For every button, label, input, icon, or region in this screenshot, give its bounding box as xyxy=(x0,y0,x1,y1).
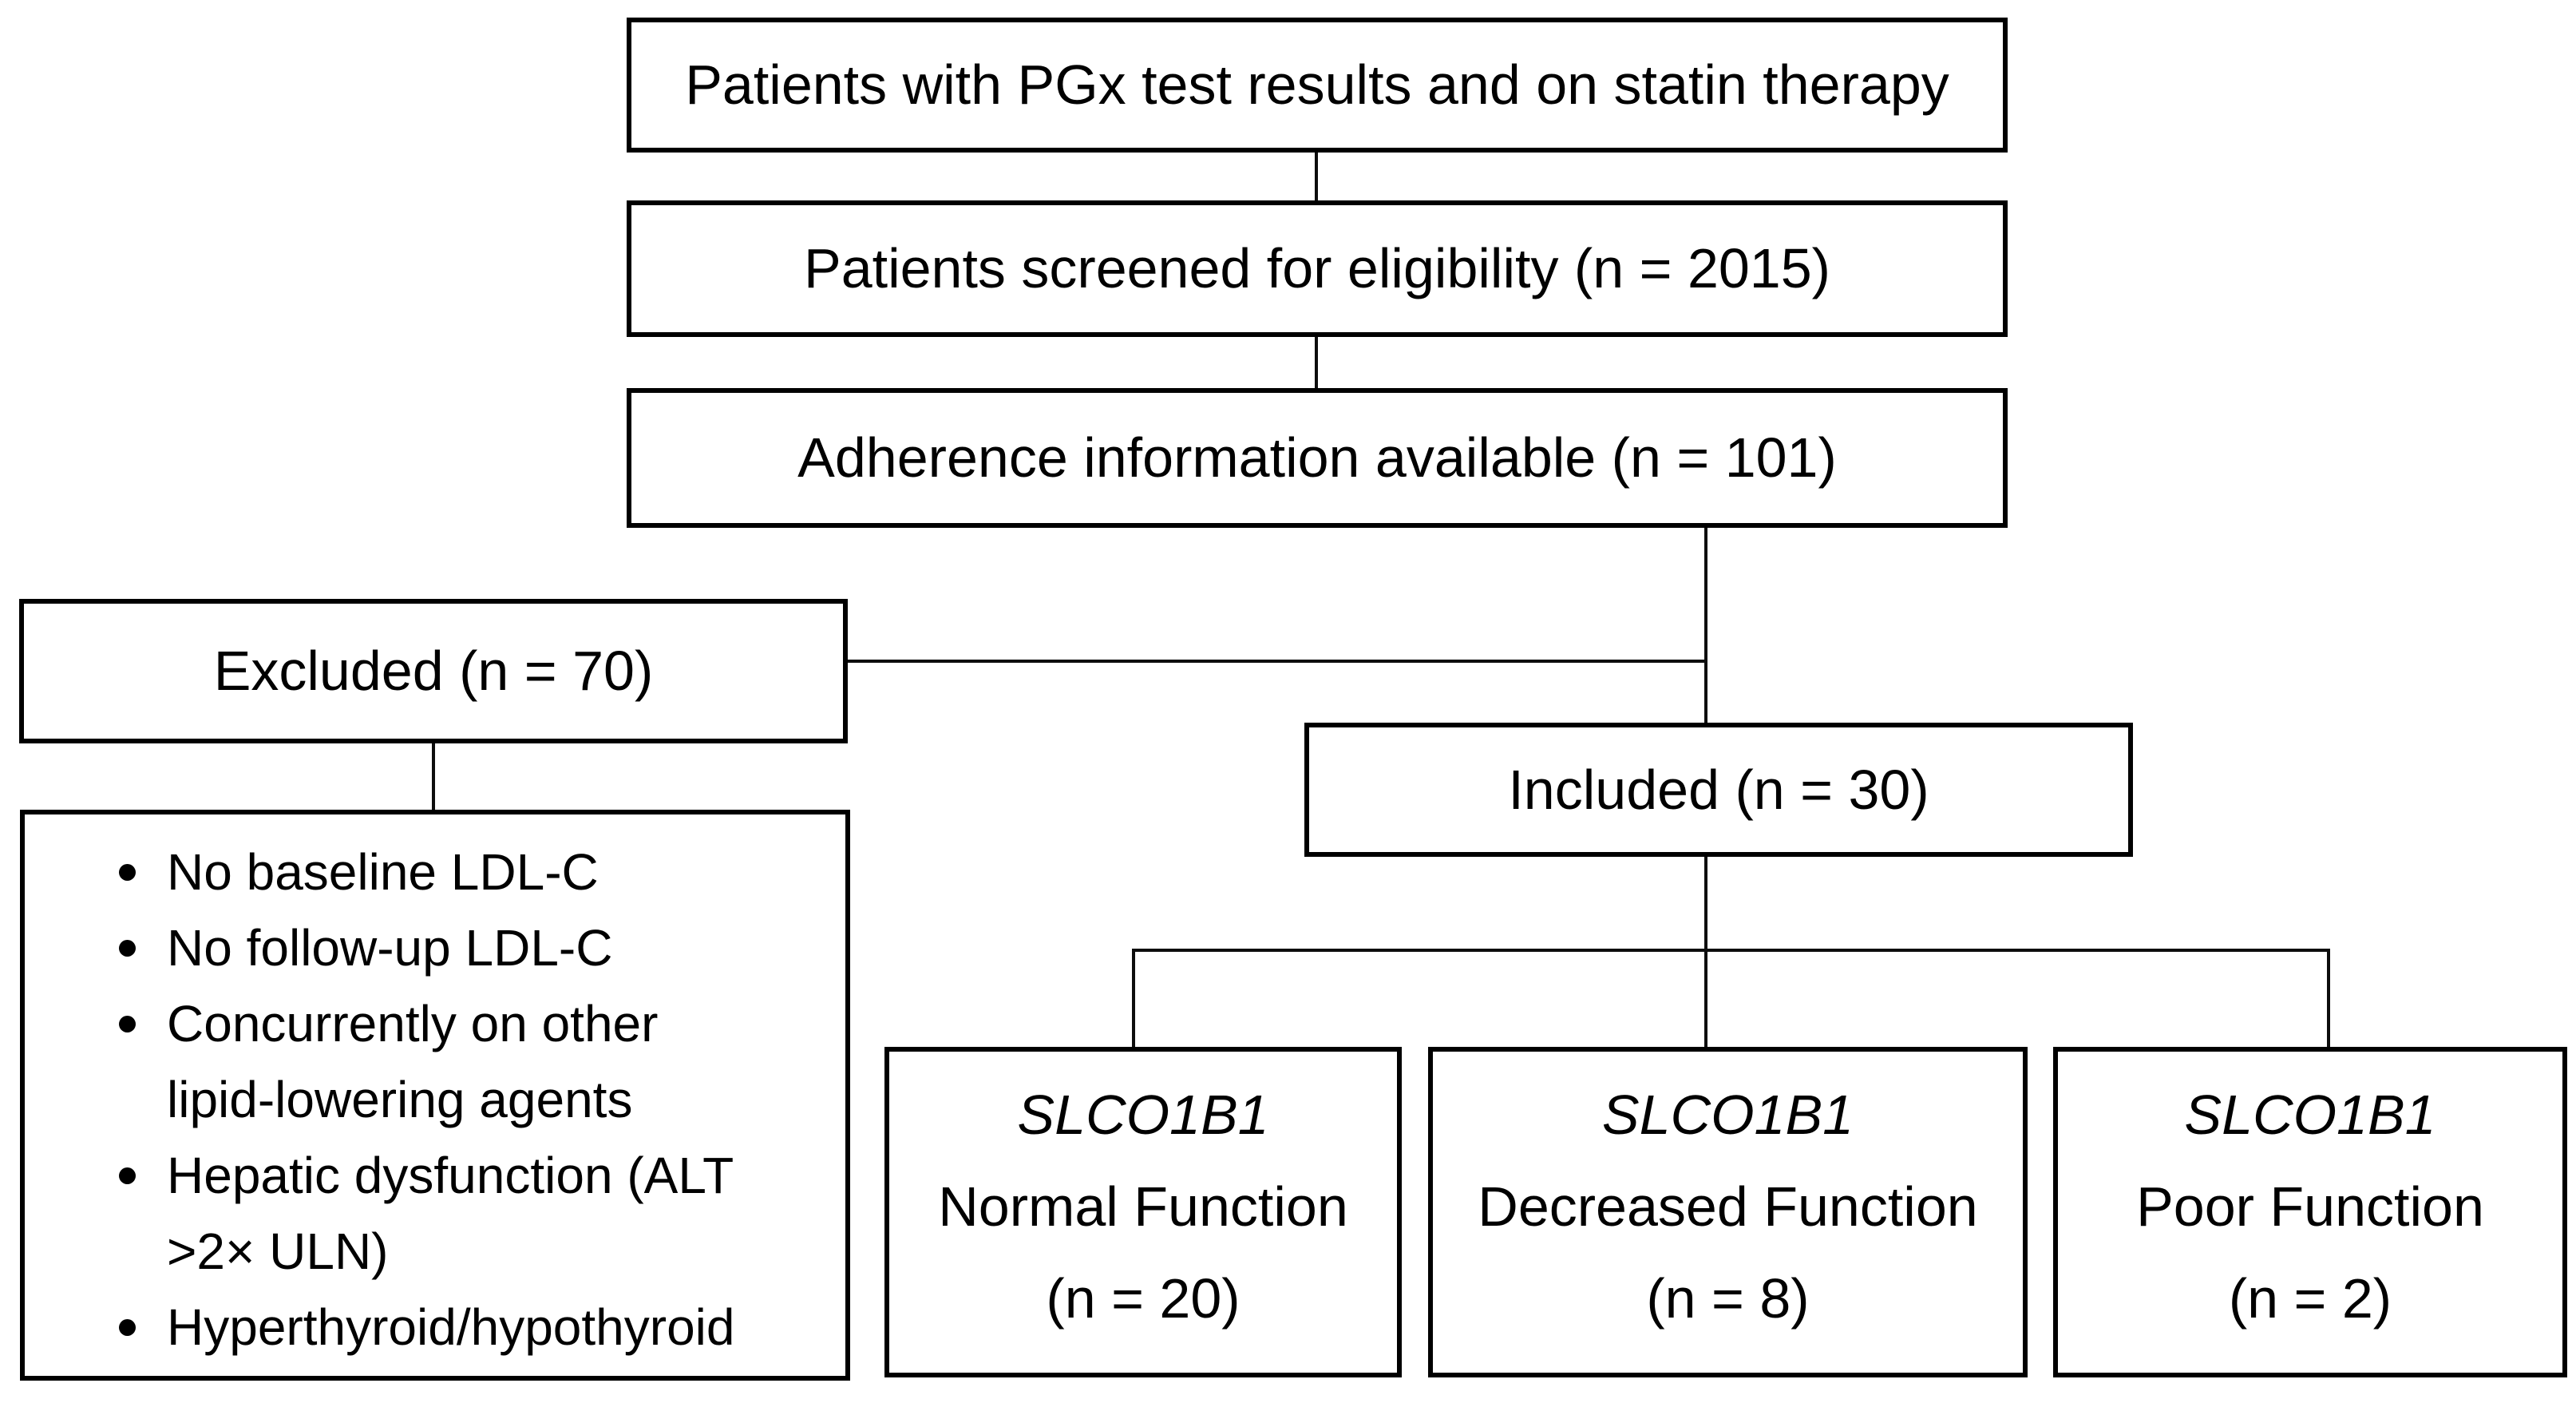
flow-box-branch-normal-function: SLCO1B1 Normal Function (n = 20) xyxy=(884,1047,1402,1377)
exclusion-reason-text: Concurrently on other xyxy=(167,995,659,1052)
bullet-icon xyxy=(119,1319,136,1336)
flow-box-pgx-statin: Patients with PGx test results and on st… xyxy=(627,18,2008,153)
connector-top-to-screened xyxy=(1315,153,1318,200)
list-item: Hyperthyroid/hypothyroid xyxy=(119,1290,829,1365)
gene-name: SLCO1B1 xyxy=(2184,1084,2436,1146)
list-item: No baseline LDL-C xyxy=(119,834,829,910)
flow-box-screened-label: Patients screened for eligibility (n = 2… xyxy=(804,237,1830,300)
exclusion-reason-text: No baseline LDL-C xyxy=(167,843,599,901)
exclusion-reasons-box: No baseline LDL-C No follow-up LDL-C Con… xyxy=(20,810,850,1381)
connector-excluded-to-reasons xyxy=(432,743,435,810)
flow-box-excluded-label: Excluded (n = 70) xyxy=(213,640,654,703)
flow-box-screened: Patients screened for eligibility (n = 2… xyxy=(627,200,2008,337)
flow-box-adherence-label: Adherence information available (n = 101… xyxy=(797,426,1837,489)
gene-name: SLCO1B1 xyxy=(1601,1084,1854,1146)
connector-excluded-branch xyxy=(848,660,1707,663)
list-item: No follow-up LDL-C xyxy=(119,910,829,986)
flow-box-pgx-statin-label: Patients with PGx test results and on st… xyxy=(685,54,1949,117)
branch-n-label: (n = 20) xyxy=(1046,1267,1241,1330)
exclusion-reason-text: >2× ULN) xyxy=(167,1223,389,1280)
gene-name: SLCO1B1 xyxy=(1017,1084,1269,1146)
branch-n-label: (n = 8) xyxy=(1646,1267,1810,1330)
bullet-icon xyxy=(119,864,136,881)
flow-box-branch-decreased-function: SLCO1B1 Decreased Function (n = 8) xyxy=(1428,1047,2028,1377)
exclusion-reason-text: Hepatic dysfunction (ALT xyxy=(167,1147,734,1204)
branch-function-label: Normal Function xyxy=(938,1175,1348,1238)
flow-box-adherence: Adherence information available (n = 101… xyxy=(627,388,2008,528)
exclusion-reason-text: Hyperthyroid/hypothyroid xyxy=(167,1298,735,1356)
list-item: Concurrently on other lipid-lowering age… xyxy=(119,986,829,1138)
branch-n-label: (n = 2) xyxy=(2228,1267,2392,1330)
flow-box-excluded: Excluded (n = 70) xyxy=(19,599,848,743)
connector-included-to-split xyxy=(1704,857,1707,1047)
flow-box-included: Included (n = 30) xyxy=(1304,723,2133,857)
flow-box-branch-poor-function: SLCO1B1 Poor Function (n = 2) xyxy=(2053,1047,2567,1377)
branch-function-label: Decreased Function xyxy=(1478,1175,1978,1238)
connector-adherence-to-included xyxy=(1704,528,1707,723)
branch-function-label: Poor Function xyxy=(2136,1175,2484,1238)
connector-drop-poor xyxy=(2327,949,2330,1047)
exclusion-reason-text: No follow-up LDL-C xyxy=(167,919,613,977)
bullet-icon xyxy=(119,1167,136,1184)
bullet-icon xyxy=(119,1016,136,1032)
exclusion-reason-text: lipid-lowering agents xyxy=(167,1071,633,1128)
connector-drop-normal xyxy=(1132,949,1135,1047)
connector-split-horizontal xyxy=(1132,949,2330,952)
list-item: Hepatic dysfunction (ALT >2× ULN) xyxy=(119,1138,829,1290)
connector-screened-to-adherence xyxy=(1315,337,1318,388)
flow-box-included-label: Included (n = 30) xyxy=(1508,758,1929,821)
bullet-icon xyxy=(119,940,136,957)
